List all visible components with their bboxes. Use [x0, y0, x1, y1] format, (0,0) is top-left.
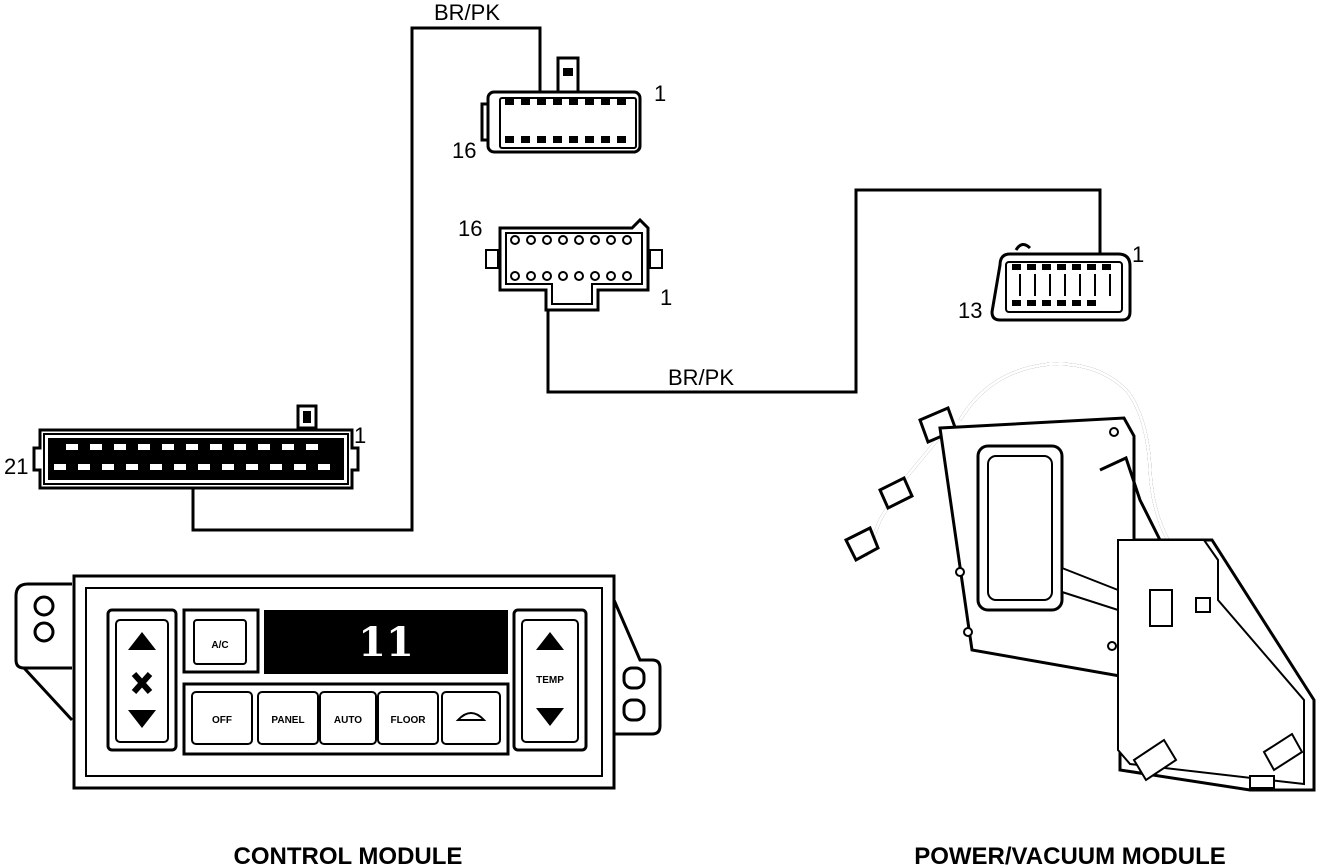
- fan-speed-rocker[interactable]: [106, 608, 178, 752]
- display-readout: 11: [358, 619, 414, 666]
- pin-row-top: [505, 98, 626, 105]
- pin-number-last: 21: [4, 454, 28, 479]
- defrost-button[interactable]: [441, 691, 501, 745]
- wire-color-label-bottom: BR/PK: [668, 365, 734, 390]
- floor-button[interactable]: FLOOR: [377, 691, 439, 745]
- pin-row-bottom: [54, 464, 330, 470]
- off-button-label: OFF: [212, 715, 232, 726]
- auto-button[interactable]: AUTO: [319, 691, 377, 745]
- wire-color-label-top: BR/PK: [434, 0, 500, 25]
- pin-number-last: 16: [452, 138, 476, 163]
- fan-icon: [131, 672, 153, 694]
- wire-inline-to-power-vacuum: [546, 188, 1102, 394]
- temperature-display: 11: [264, 610, 508, 674]
- arrow-up-icon: [128, 632, 156, 650]
- temp-rocker[interactable]: TEMP: [512, 608, 588, 752]
- pin-row-bottom: [505, 136, 626, 143]
- pin-row-top: [510, 235, 632, 245]
- temp-label: TEMP: [536, 675, 564, 686]
- pin-row-bottom: [1012, 300, 1096, 306]
- control-module: A/C 11 OFF PANEL AUTO FLOOR: [14, 574, 662, 790]
- pin-row-top: [66, 444, 318, 450]
- pin-row-top: [1012, 264, 1111, 270]
- arrow-down-icon: [128, 710, 156, 728]
- ac-button-label: A/C: [211, 640, 228, 651]
- pin-number-last: 13: [958, 298, 982, 323]
- pin-number-first: 1: [660, 285, 672, 310]
- panel-button-label: PANEL: [271, 715, 304, 726]
- inline-connector-top: [480, 56, 642, 154]
- defrost-icon: [455, 712, 487, 721]
- panel-button[interactable]: PANEL: [257, 691, 319, 745]
- floor-button-label: FLOOR: [391, 715, 427, 726]
- inline-connector-bottom: [485, 217, 663, 312]
- pin-number-first: 1: [654, 81, 666, 106]
- control-module-connector: [32, 404, 360, 490]
- power-vacuum-module: [843, 362, 1316, 792]
- pin-row-bottom: [510, 271, 632, 281]
- pin-number-first: 1: [354, 423, 366, 448]
- pin-number-first: 1: [1132, 242, 1144, 267]
- power-vacuum-module-caption: POWER/VACUUM MODULE: [914, 843, 1226, 868]
- pin-number-last: 16: [458, 216, 482, 241]
- arrow-up-icon: [536, 632, 564, 650]
- power-vacuum-connector: [990, 243, 1132, 322]
- control-module-caption: CONTROL MODULE: [234, 843, 463, 868]
- auto-button-label: AUTO: [334, 715, 362, 726]
- off-button[interactable]: OFF: [191, 691, 253, 745]
- arrow-down-icon: [536, 708, 564, 726]
- wire-control-to-inline: [191, 26, 542, 532]
- ac-button[interactable]: A/C: [182, 608, 260, 674]
